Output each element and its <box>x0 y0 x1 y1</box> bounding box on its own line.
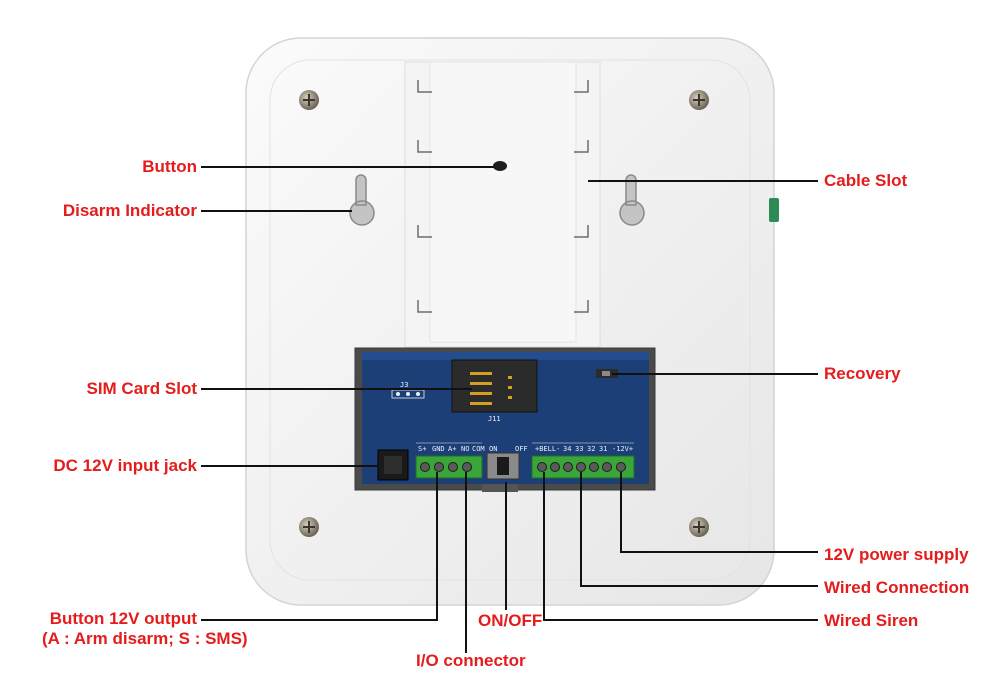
label-dc-input-jack: DC 12V input jack <box>53 456 197 475</box>
pcb-label-j11: J11 <box>488 415 501 423</box>
screw-icon <box>689 90 709 110</box>
label-cable-slot: Cable Slot <box>824 171 908 190</box>
keyhole-left-icon <box>349 174 375 226</box>
button-hole <box>493 161 507 171</box>
pcb-label-on: ON <box>489 445 497 453</box>
side-switch <box>769 198 779 222</box>
label-power-supply: 12V power supply <box>824 545 969 564</box>
screw-icon <box>299 517 319 537</box>
screw-icon <box>689 517 709 537</box>
pcb-label-off: OFF <box>515 445 528 453</box>
sim-holder <box>451 359 538 413</box>
keyhole-right-icon <box>619 174 645 226</box>
rail-tabs <box>417 80 589 313</box>
pcb-label-com: COM <box>472 445 485 453</box>
pcb-label-bell: +BELL- <box>535 445 560 453</box>
label-sim-card-slot: SIM Card Slot <box>86 379 197 398</box>
pcb-label-12v: -12V+ <box>612 445 633 453</box>
pcb-label-34: 34 <box>563 445 571 453</box>
pcb-label-a-plus: A+ <box>448 445 456 453</box>
label-recovery: Recovery <box>824 364 901 383</box>
label-disarm-indicator: Disarm Indicator <box>62 201 197 220</box>
label-button-output: Button 12V output <box>49 609 197 628</box>
pcb-label-31: 31 <box>599 445 607 453</box>
pcb-label-32: 32 <box>587 445 595 453</box>
label-wired-connection: Wired Connection <box>824 578 970 597</box>
label-button: Button <box>142 157 197 176</box>
screw-icon <box>299 90 319 110</box>
leader-lines <box>201 166 818 653</box>
pcb-label-no: NO <box>461 445 469 453</box>
label-wired-siren: Wired Siren <box>824 611 919 630</box>
pcb-label-gnd: GND <box>432 445 445 453</box>
cable-slot-recess <box>429 61 577 343</box>
pcb-label-s-plus: S+ <box>418 445 426 453</box>
label-on-off: ON/OFF <box>478 611 543 630</box>
pcb-label-j3: J3 <box>400 381 408 389</box>
housing-inner-panel <box>269 59 751 581</box>
label-io-connector: I/O connector <box>416 651 526 670</box>
label-button-output-note: (A : Arm disarm; S : SMS) <box>42 629 248 648</box>
pcb-label-33: 33 <box>575 445 583 453</box>
